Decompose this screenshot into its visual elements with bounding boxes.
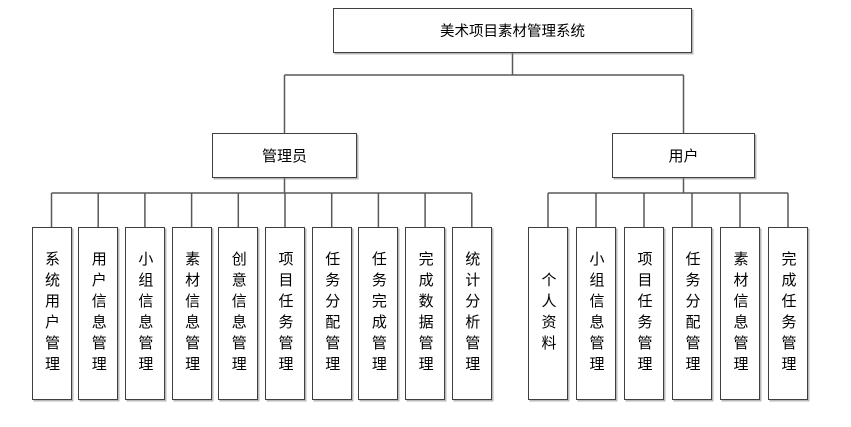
leaf-node-label: 素材信息管理: [731, 250, 749, 377]
leaf-node-admin-8: 完成数据管理: [405, 227, 446, 400]
leaf-node-admin-6: 任务分配管理: [311, 227, 352, 400]
leaf-node-label: 创意信息管理: [229, 250, 247, 377]
leaf-node-user-0: 个人资料: [528, 227, 568, 400]
root-node: 美术项目素材管理系统: [333, 8, 692, 53]
leaf-node-admin-4: 创意信息管理: [218, 227, 259, 400]
leaf-node-label: 用户信息管理: [89, 250, 107, 377]
branch-node-admin-label: 管理员: [261, 148, 307, 165]
leaf-node-admin-0: 系统用户管理: [31, 227, 72, 400]
leaf-node-user-1: 小组信息管理: [576, 227, 616, 400]
leaf-node-label: 项目任务管理: [276, 250, 294, 377]
leaf-node-admin-7: 任务完成管理: [358, 227, 399, 400]
leaf-node-label: 完成数据管理: [416, 250, 434, 377]
leaf-node-admin-1: 用户信息管理: [78, 227, 119, 400]
leaf-node-label: 小组信息管理: [587, 250, 605, 377]
leaf-node-label: 个人资料: [539, 271, 557, 356]
leaf-node-admin-9: 统计分析管理: [451, 227, 492, 400]
leaf-node-admin-3: 素材信息管理: [171, 227, 212, 400]
leaf-node-admin-2: 小组信息管理: [124, 227, 165, 400]
leaf-node-label: 任务分配管理: [323, 250, 341, 377]
leaf-node-user-4: 素材信息管理: [720, 227, 760, 400]
root-node-label: 美术项目素材管理系统: [440, 24, 585, 40]
leaf-node-user-5: 完成任务管理: [768, 227, 808, 400]
leaf-node-user-2: 项目任务管理: [624, 227, 664, 400]
branch-node-admin: 管理员: [212, 133, 357, 178]
leaf-node-label: 小组信息管理: [136, 250, 154, 377]
leaf-node-admin-5: 项目任务管理: [265, 227, 305, 400]
leaf-node-label: 统计分析管理: [463, 250, 481, 377]
leaf-node-label: 素材信息管理: [183, 250, 201, 377]
leaf-node-label: 任务完成管理: [369, 250, 387, 377]
branch-node-user: 用户: [612, 133, 755, 178]
leaf-node-user-3: 任务分配管理: [672, 227, 712, 400]
leaf-node-label: 完成任务管理: [779, 250, 797, 377]
leaf-node-label: 任务分配管理: [683, 250, 701, 377]
leaf-node-label: 系统用户管理: [43, 250, 60, 377]
branch-node-user-label: 用户: [668, 148, 699, 165]
leaf-node-label: 项目任务管理: [635, 250, 653, 377]
